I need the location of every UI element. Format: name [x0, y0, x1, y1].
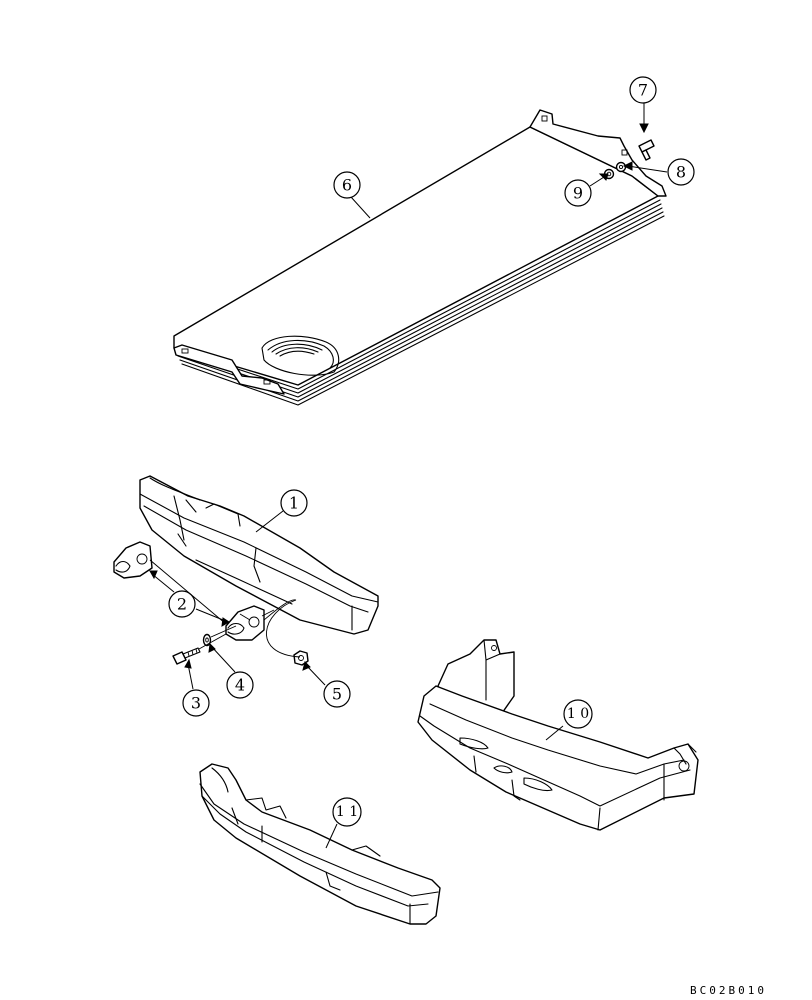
- bracket-part-2-left: [113, 541, 153, 579]
- bolt-part-3: [172, 647, 201, 665]
- leader-lines: [149, 102, 668, 849]
- callout-label: 1 0: [567, 706, 589, 722]
- callout-2: 2: [168, 590, 196, 618]
- callout-4: 4: [226, 671, 254, 699]
- callout-6: 6: [333, 171, 361, 199]
- callout-label: 8: [676, 163, 686, 182]
- callout-label: 6: [342, 176, 352, 195]
- callout-label: 1: [289, 494, 299, 513]
- callout-9: 9: [564, 179, 592, 207]
- frame-weight-part-10: [417, 639, 699, 831]
- counterweight-part-1: [139, 475, 379, 635]
- callout-3: 3: [182, 689, 210, 717]
- callout-label: 5: [332, 685, 342, 704]
- washer-part-8: [615, 161, 627, 173]
- callout-label: 3: [191, 694, 201, 713]
- callout-label: 2: [177, 595, 187, 614]
- callout-10: 1 0: [563, 699, 593, 729]
- nut-part-5: [293, 650, 309, 666]
- callout-label: 9: [573, 184, 583, 203]
- washer-part-4: [202, 633, 212, 647]
- callout-8: 8: [667, 158, 695, 186]
- callout-1-upper: 1: [280, 489, 308, 517]
- callout-11: 1 1: [332, 797, 362, 827]
- callout-7: 7: [629, 76, 657, 104]
- bolt-part-7: [638, 139, 655, 161]
- drawing-code: BC02B010: [690, 984, 767, 997]
- callout-label: 7: [638, 81, 648, 100]
- counterweight-part-11: [199, 763, 441, 925]
- callout-label: 1 1: [336, 804, 358, 820]
- bracket-part-2-right: [225, 605, 265, 641]
- callout-label: 4: [235, 676, 245, 695]
- callout-5: 5: [323, 680, 351, 708]
- panel-plate-part-6: [173, 109, 667, 406]
